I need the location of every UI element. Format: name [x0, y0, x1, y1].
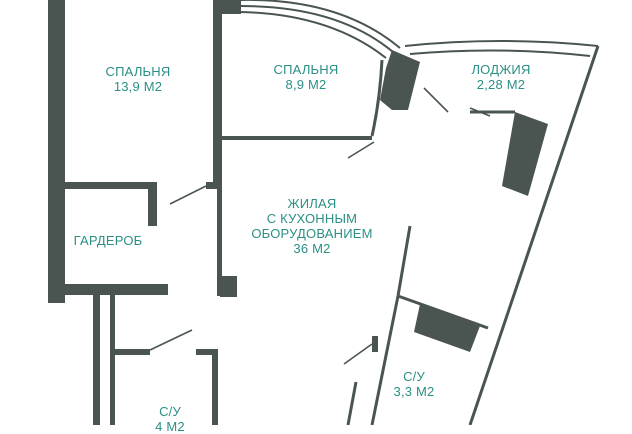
living-line1: ЖИЛАЯ: [287, 196, 337, 211]
loggia-window-inner: [409, 49, 591, 57]
loggia-name: ЛОДЖИЯ: [471, 62, 531, 77]
bath1-wall-lower: [346, 381, 358, 425]
central-column: [380, 50, 420, 110]
wall-wardrobe-door-stub: [206, 182, 219, 189]
bath2-name: С/У: [159, 404, 181, 419]
living-line3: ОБОРУДОВАНИЕМ: [251, 226, 373, 241]
wall-bath2-top-right: [196, 349, 218, 355]
bath2-label: С/У 4 М2: [155, 404, 185, 434]
bay-window-arc-inner: [240, 11, 387, 59]
door-corridor: [149, 329, 193, 351]
wall-top-stub: [222, 0, 241, 14]
bedroom1-name: СПАЛЬНЯ: [105, 64, 171, 79]
bath1-wall-left-upper: [396, 225, 412, 297]
bedroom2-label: СПАЛЬНЯ 8,9 М2: [274, 62, 339, 92]
bedroom1-label: СПАЛЬНЯ 13,9 М2: [106, 64, 171, 94]
bedroom2-name: СПАЛЬНЯ: [273, 62, 339, 77]
wall-corridor-left-inner: [110, 290, 115, 425]
bedroom2-area: 8,9 М2: [285, 77, 327, 92]
bath1-door-stub: [372, 336, 378, 352]
door-loggia-2: [469, 107, 491, 117]
door-loggia: [423, 87, 449, 113]
bay-window-arc-outer: [241, 0, 401, 49]
bath1-area: 3,3 М2: [393, 384, 435, 399]
wall-bedroom2-bottom: [222, 136, 372, 140]
exterior-wall-slanted: [468, 45, 600, 425]
floor-plan: [48, 0, 600, 425]
wall-bedrooms-divider: [213, 0, 222, 186]
loggia-area: 2,28 М2: [476, 77, 526, 92]
wall-bath2-top: [110, 349, 150, 355]
loggia-label: ЛОДЖИЯ 2,28 М2: [471, 62, 530, 92]
living-area: 36 М2: [293, 241, 331, 256]
wall-wardrobe-right: [148, 182, 157, 226]
wardrobe-name: ГАРДЕРОБ: [73, 233, 143, 248]
loggia-wall-block: [502, 112, 548, 196]
bedroom1-area: 13,9 М2: [113, 79, 163, 94]
wall-wardrobe-top: [65, 182, 157, 189]
living-label: ЖИЛАЯ С КУХОННЫМ ОБОРУДОВАНИЕМ 36 М2: [251, 196, 372, 256]
wall-wardrobe-bottom: [48, 284, 168, 295]
door-bedroom2: [347, 141, 375, 159]
bath2-area: 4 М2: [155, 419, 185, 434]
living-line2: С КУХОННЫМ: [266, 211, 358, 226]
bath1-wall-left: [370, 295, 400, 425]
wall-living-left: [217, 186, 222, 296]
outer-wall-left: [48, 0, 65, 303]
wardrobe-label: ГАРДЕРОБ: [74, 233, 143, 248]
bedroom2-curved-wall: [370, 59, 384, 137]
wall-living-left-block: [220, 276, 237, 297]
bath1-dark-block: [414, 304, 480, 352]
bath1-name: С/У: [403, 369, 425, 384]
wall-corridor-left: [93, 290, 100, 425]
bay-window-arc-mid: [240, 5, 394, 53]
bath1-label: С/У 3,3 М2: [394, 369, 435, 399]
bath1-top-wall: [397, 294, 489, 330]
door-bath1: [343, 343, 373, 365]
wall-bath2-right: [212, 349, 218, 425]
door-bedroom1: [169, 185, 207, 205]
loggia-window-outer: [404, 40, 599, 47]
